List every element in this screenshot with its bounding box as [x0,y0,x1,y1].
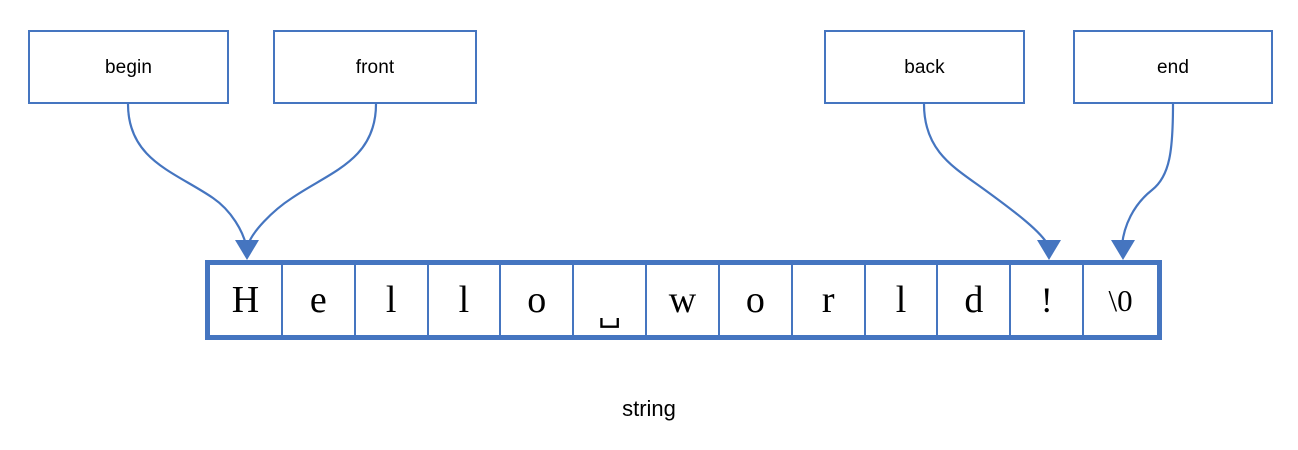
array-cell-char: d [964,279,984,321]
connector-back-arrow [922,103,1049,246]
pointer-box-begin[interactable]: begin [28,30,229,104]
array-cell[interactable]: o [501,265,575,335]
array-cell-char: l [458,279,470,321]
array-cell[interactable]: l [865,265,939,335]
array-cell-char: w [668,279,697,321]
array-cell[interactable]: ␣ [574,265,648,335]
pointer-label-begin: begin [105,56,152,78]
array-cell[interactable]: e [282,265,356,335]
array-cell[interactable]: H [210,265,283,335]
array-cell[interactable]: l [355,265,429,335]
array-cell-char: e [309,279,327,321]
array-cell-char: o [527,279,547,321]
connector-begin-arrowhead [235,240,259,260]
array-cell-char: l [385,279,397,321]
connector-begin-arrow [126,103,248,246]
array-caption: string [622,396,676,421]
array-cell[interactable]: r [792,265,866,335]
array-cell[interactable]: d [938,265,1012,335]
array-cell[interactable]: \0 [1084,265,1157,335]
pointer-label-front: front [355,56,395,78]
array-cell-char: H [231,279,260,321]
array-cell-char: ! [1040,280,1053,320]
array-cell[interactable]: l [428,265,502,335]
array-cell-char: o [745,279,765,321]
connector-end-arrow [1120,103,1175,246]
pointer-box-end[interactable]: end [1073,30,1273,104]
pointer-box-back[interactable]: back [824,30,1025,104]
connector-front-arrow [246,103,378,246]
array-cell[interactable]: ! [1011,265,1085,335]
pointer-label-end: end [1156,56,1189,78]
pointer-label-back: back [904,56,945,78]
connector-back-arrowhead [1037,240,1061,260]
connector-end-arrowhead [1111,240,1135,260]
array-cell[interactable]: o [719,265,793,335]
array-cell-char: \0 [1108,282,1133,318]
array-cell-char: ␣ [598,295,622,328]
pointer-box-front[interactable]: front [273,30,477,104]
string-array: H e l l o ␣ w o r l d ! \0 [205,260,1162,340]
array-cell-char: r [821,279,835,321]
array-cell-char: l [895,279,907,321]
array-cell[interactable]: w [647,265,720,335]
